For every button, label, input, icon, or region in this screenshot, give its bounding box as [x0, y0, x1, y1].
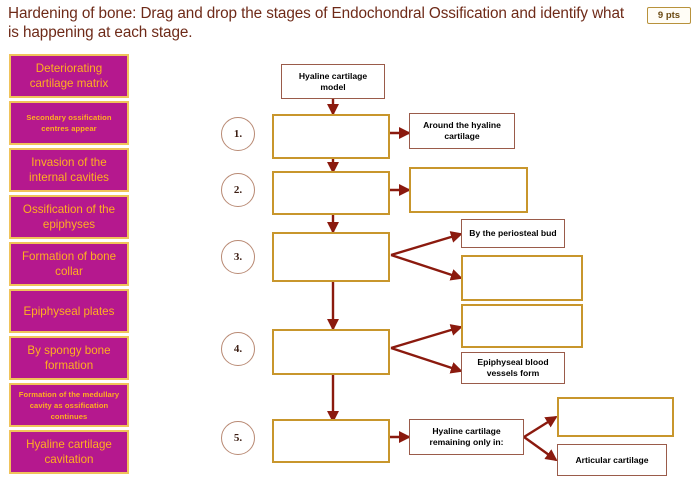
page-title: Hardening of bone: Drag and drop the sta… [8, 5, 625, 41]
draggable-tile[interactable]: Invasion of the internal cavities [9, 148, 129, 192]
dropzone-stage3-main[interactable] [272, 232, 390, 282]
draggable-tile[interactable]: Formation of the medullary cavity as oss… [9, 383, 129, 427]
stage-circle-1: 1. [221, 117, 255, 151]
draggable-tile[interactable]: Formation of bone collar [9, 242, 129, 286]
draggable-tile[interactable]: Epiphyseal plates [9, 289, 129, 333]
dropzone-stage2-detail[interactable] [409, 167, 528, 213]
draggable-tile[interactable]: Hyaline cartilage cavitation [9, 430, 129, 474]
node-hyaline-cartilage-model: Hyaline cartilage model [281, 64, 385, 99]
draggable-tile[interactable]: Ossification of the epiphyses [9, 195, 129, 239]
stage-circle-3: 3. [221, 240, 255, 274]
dropzone-stage1-main[interactable] [272, 114, 390, 159]
dropzone-stage5-sub[interactable] [557, 397, 674, 437]
dropzone-stage5-main[interactable] [272, 419, 390, 463]
dropzone-stage4-main[interactable] [272, 329, 390, 375]
dropzone-stage2-main[interactable] [272, 171, 390, 215]
stage-circle-4: 4. [221, 332, 255, 366]
node-stage5-sub-articular-cartilage: Articular cartilage [557, 444, 667, 476]
node-stage1-detail: Around the hyaline cartilage [409, 113, 515, 149]
node-stage4-detail-epiphyseal-blood-vessels: Epiphyseal blood vessels form [461, 352, 565, 384]
stage-circle-2: 2. [221, 173, 255, 207]
node-stage3-detail-periosteal-bud: By the periosteal bud [461, 219, 565, 248]
stage-circle-5: 5. [221, 421, 255, 455]
dropzone-stage3-detail[interactable] [461, 255, 583, 301]
draggable-tile[interactable]: By spongy bone formation [9, 336, 129, 380]
node-stage5-detail-hyaline-remaining: Hyaline cartilage remaining only in: [409, 419, 524, 455]
dropzone-stage4-detail[interactable] [461, 304, 583, 348]
draggable-tile[interactable]: Secondary ossification centres appear [9, 101, 129, 145]
draggable-tile[interactable]: Deteriorating cartilage matrix [9, 54, 129, 98]
question-header: Hardening of bone: Drag and drop the sta… [0, 0, 694, 48]
points-badge: 9 pts [647, 7, 691, 24]
